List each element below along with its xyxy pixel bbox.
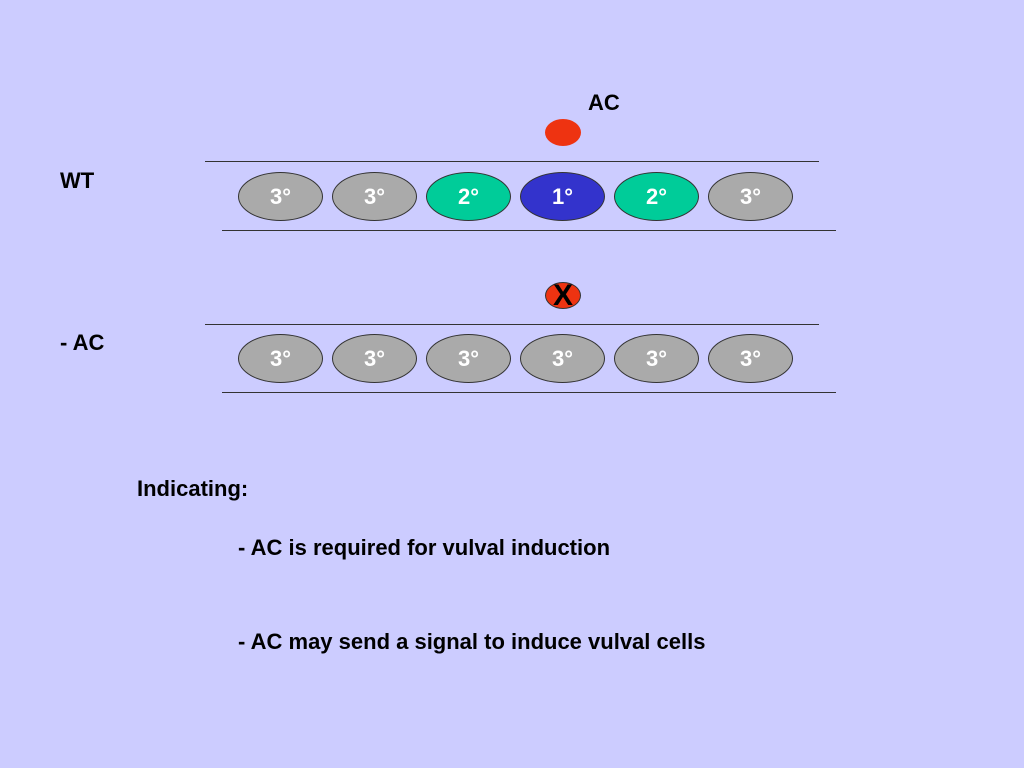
wt-cell: 2°: [614, 172, 699, 221]
wt-cell: 3°: [332, 172, 417, 221]
ablated-cell: 3°: [238, 334, 323, 383]
ablated-bottom-line: [222, 392, 836, 393]
conclusion-point: - AC may send a signal to induce vulval …: [238, 629, 706, 654]
conclusion-heading: Indicating:: [137, 476, 249, 501]
wt-bottom-line: [222, 230, 836, 231]
ablated-cell: 3°: [708, 334, 793, 383]
ablated-cell: 3°: [614, 334, 699, 383]
ablated-anchor-cell: X: [545, 278, 581, 312]
ablated-label: - AC: [60, 330, 105, 355]
wt-cell: 1°: [520, 172, 605, 221]
wt-cell: 3°: [708, 172, 793, 221]
wt-label: WT: [60, 168, 95, 193]
ac-label: AC: [588, 90, 620, 115]
ablated-cell: 3°: [426, 334, 511, 383]
ablated-cell: 3°: [520, 334, 605, 383]
ablated-cell: 3°: [332, 334, 417, 383]
wt-top-line: [205, 161, 819, 162]
wt-cell: 3°: [238, 172, 323, 221]
ablated-top-line: [205, 324, 819, 325]
anchor-cell: [545, 119, 581, 146]
wt-cell: 2°: [426, 172, 511, 221]
ablation-x-mark: X: [552, 278, 573, 312]
conclusion-point: - AC is required for vulval induction: [238, 535, 611, 560]
